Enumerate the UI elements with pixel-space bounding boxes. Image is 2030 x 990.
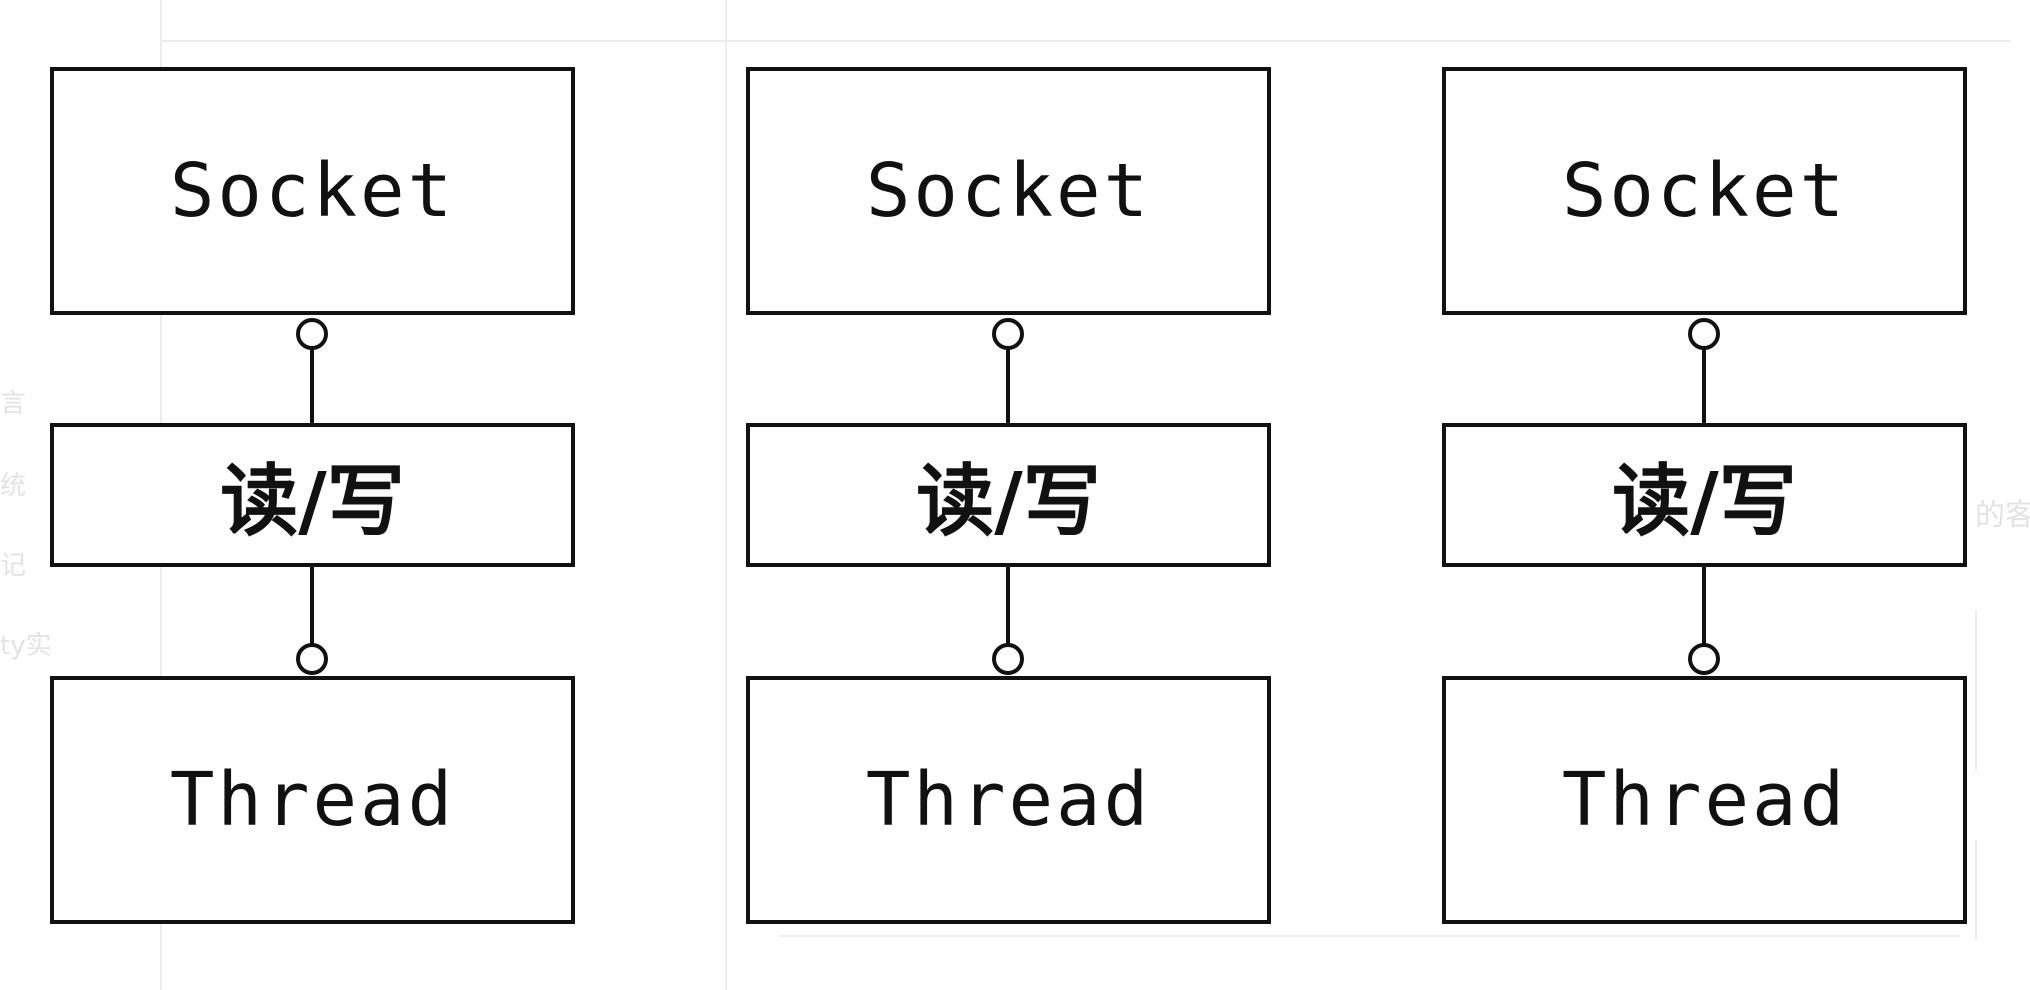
- background-text-fragment: 的客: [1975, 498, 2030, 533]
- background-text-fragment: 言: [0, 389, 27, 419]
- thread-label: Thread: [865, 757, 1152, 843]
- connector-socket-end-circle: [1688, 318, 1720, 350]
- background-text-fragment: ty实: [0, 631, 52, 661]
- read-write-label: 读/写: [916, 456, 1101, 547]
- thread-box: Thread: [50, 676, 575, 924]
- diagram-column-2: Socket 读/写 Thread: [746, 0, 1271, 990]
- background-text-fragment: 记: [0, 551, 27, 581]
- background-divider: [1975, 840, 1977, 940]
- background-divider: [160, 40, 2010, 42]
- connector-socket-end-circle: [296, 318, 328, 350]
- socket-label: Socket: [1561, 148, 1848, 234]
- thread-box: Thread: [746, 676, 1271, 924]
- socket-box: Socket: [50, 67, 575, 315]
- read-write-box: 读/写: [746, 423, 1271, 567]
- read-write-label: 读/写: [220, 456, 405, 547]
- background-text-fragment: 统: [0, 471, 27, 501]
- read-write-label: 读/写: [1612, 456, 1797, 547]
- socket-label: Socket: [865, 148, 1152, 234]
- thread-label: Thread: [169, 757, 456, 843]
- background-divider: [1975, 610, 1977, 770]
- thread-box: Thread: [1442, 676, 1967, 924]
- connector-thread-end-circle: [296, 643, 328, 675]
- diagram-column-1: Socket 读/写 Thread: [50, 0, 575, 990]
- connector-socket-end-circle: [992, 318, 1024, 350]
- diagram-column-3: Socket 读/写 Thread: [1442, 0, 1967, 990]
- socket-label: Socket: [169, 148, 456, 234]
- background-divider: [725, 0, 727, 990]
- read-write-box: 读/写: [1442, 423, 1967, 567]
- background-divider: [780, 935, 1960, 937]
- socket-box: Socket: [1442, 67, 1967, 315]
- thread-label: Thread: [1561, 757, 1848, 843]
- socket-box: Socket: [746, 67, 1271, 315]
- read-write-box: 读/写: [50, 423, 575, 567]
- connector-thread-end-circle: [1688, 643, 1720, 675]
- connector-thread-end-circle: [992, 643, 1024, 675]
